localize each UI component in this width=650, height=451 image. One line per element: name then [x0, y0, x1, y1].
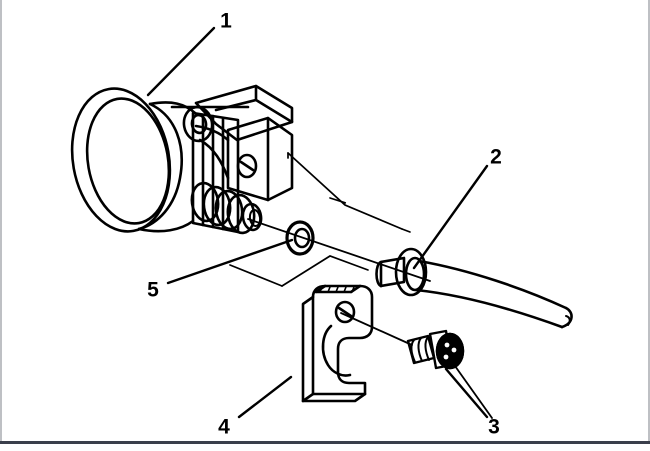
outlet-fitting-ring-4	[226, 193, 256, 235]
part-1-pump-assembly	[70, 84, 294, 235]
pulley-groove-ring	[85, 97, 171, 225]
part-3-screw	[406, 329, 465, 370]
pump-boss-inner	[190, 113, 208, 135]
clip-top-hatch	[319, 286, 355, 293]
screw-axis-tail	[454, 365, 493, 419]
pulley-hub-face	[137, 102, 183, 231]
clip-mounting-hole	[334, 300, 356, 324]
callout-leader-lines	[146, 26, 489, 419]
callout-label-3: 3	[488, 416, 500, 439]
screw-thread-3	[424, 336, 430, 361]
clip-side-face	[301, 295, 315, 403]
hose-collar-outer	[394, 247, 428, 297]
clip-hole-slot-mark	[337, 306, 353, 318]
washer-inner-ring	[293, 227, 311, 249]
assembly-phantom-lines	[229, 152, 411, 287]
assembly-center-axis	[247, 218, 431, 282]
pulley-outer-rim	[70, 87, 172, 233]
phantom-line-lower	[281, 255, 369, 287]
screw-thread-2	[417, 337, 423, 362]
screw-socket-dimple-1	[444, 342, 450, 348]
leader-line-2	[412, 164, 489, 270]
hose-body-top-edge	[417, 259, 568, 310]
outlet-fitting-bore	[241, 202, 263, 232]
phantom-line-upper	[287, 152, 403, 230]
hose-cut-end	[560, 306, 573, 329]
clip-bottom-depth	[301, 392, 367, 403]
screw-thread-1	[410, 339, 416, 363]
callout-label-5: 5	[147, 279, 159, 302]
part-5-washer	[285, 220, 315, 256]
callout-labels: 1 2 3 4 5	[147, 10, 502, 439]
phantom-line-lower-tail	[229, 264, 283, 287]
center-axis-line	[247, 218, 431, 282]
hose-body-bottom-edge	[414, 288, 564, 329]
bracket-mounting-hole	[236, 153, 258, 179]
part-2-hose-assembly	[375, 247, 573, 329]
callout-label-2: 2	[490, 146, 502, 169]
bracket-arm-lower	[198, 138, 230, 180]
hose-stub-tube	[379, 256, 406, 288]
leader-line-1	[146, 26, 216, 97]
pulley-body-blend-bottom	[137, 219, 195, 233]
clip-screw-axis-line	[340, 312, 413, 346]
leader-line-5	[166, 238, 294, 285]
phantom-dash-segment	[329, 197, 353, 206]
clip-hook-curve	[321, 324, 352, 377]
callout-label-1: 1	[220, 10, 232, 33]
leader-line-4	[237, 375, 293, 419]
screw-socket-dimple-2	[451, 347, 457, 353]
hose-stub-end-curve	[375, 260, 383, 288]
clip-screw-axis	[340, 312, 493, 419]
hose-cut-end-lip	[565, 315, 571, 326]
bracket-arm-upper	[194, 124, 230, 142]
leader-line-3	[444, 367, 489, 419]
pulley-body-blend-top	[148, 101, 197, 115]
callout-label-4: 4	[218, 416, 230, 439]
screw-socket-dimple-3	[443, 354, 449, 360]
phantom-line-upper-tail	[401, 228, 411, 233]
bracket-top-plate-edge	[214, 98, 258, 112]
outlet-fitting-ring-3	[214, 189, 244, 231]
outlet-fitting-bore-inner	[248, 209, 262, 227]
screw-head-face-rim	[435, 332, 465, 370]
part-4-retaining-clip	[301, 284, 374, 403]
washer-outer-ring	[285, 220, 315, 256]
bracket-hole-slot-mark	[239, 160, 255, 172]
